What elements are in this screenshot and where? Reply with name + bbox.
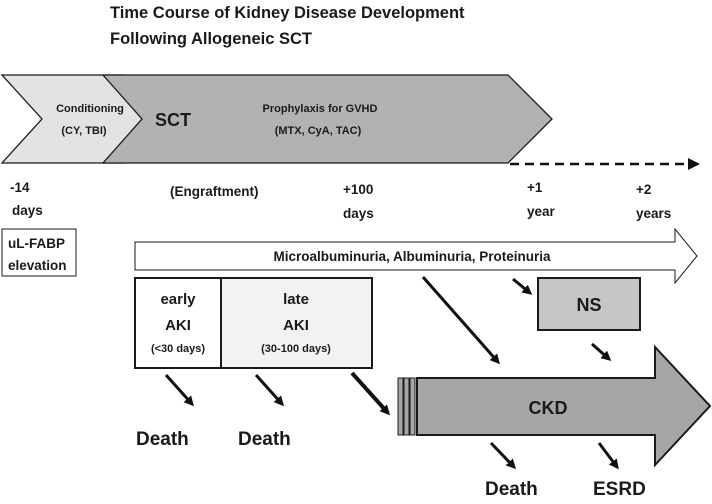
arrow-ckd-to-esrd bbox=[597, 442, 619, 470]
late-aki-line2: AKI bbox=[283, 317, 309, 334]
ckd-arrow bbox=[416, 344, 712, 468]
arrow-early-aki-to-death bbox=[164, 373, 195, 407]
esrd-label: ESRD bbox=[593, 479, 646, 500]
ckd-label: CKD bbox=[529, 398, 568, 418]
time-mark-plus1-unit: year bbox=[527, 204, 556, 219]
early-aki-line3: (<30 days) bbox=[151, 343, 205, 355]
early-aki-box bbox=[134, 277, 222, 369]
time-mark-plus100-unit: days bbox=[343, 206, 374, 221]
diagram-title-line1: Time Course of Kidney Disease Developmen… bbox=[110, 4, 465, 22]
ul-fabp-box bbox=[1, 228, 77, 277]
ckd-stripe-2 bbox=[403, 377, 410, 436]
time-mark-minus14-unit: days bbox=[12, 203, 43, 218]
ul-fabp-label-line1: uL-FABP bbox=[8, 236, 65, 251]
arrow-proteinuria-to-ns bbox=[512, 277, 533, 295]
time-mark-plus1-value: +1 bbox=[527, 180, 543, 195]
timeline-continuation-arrowhead bbox=[688, 158, 700, 170]
sct-label: SCT bbox=[155, 110, 191, 130]
death-label-early-aki: Death bbox=[136, 429, 189, 450]
early-aki-line1: early bbox=[160, 291, 196, 308]
ckd-stripe-3 bbox=[409, 377, 416, 436]
prophylaxis-agents: (MTX, CyA, TAC) bbox=[275, 125, 362, 137]
arrow-ckd-to-death bbox=[489, 441, 517, 470]
death-label-ckd: Death bbox=[485, 479, 538, 500]
late-aki-box bbox=[220, 277, 373, 369]
ul-fabp-label-line2: elevation bbox=[8, 258, 67, 273]
arrow-proteinuria-to-ckd bbox=[421, 276, 500, 365]
prophylaxis-label: Prophylaxis for GVHD bbox=[263, 103, 378, 115]
ns-label: NS bbox=[576, 295, 601, 315]
early-aki-line2: AKI bbox=[165, 317, 191, 334]
diagram-title-line2: Following Allogeneic SCT bbox=[110, 30, 312, 48]
time-mark-plus2-value: +2 bbox=[636, 182, 651, 197]
proteinuria-arrow bbox=[134, 227, 698, 285]
arrow-late-aki-to-death bbox=[254, 373, 285, 407]
late-aki-line3: (30-100 days) bbox=[261, 343, 331, 355]
death-label-late-aki: Death bbox=[238, 429, 291, 450]
conditioning-label: Conditioning bbox=[56, 103, 124, 115]
engraftment-label: (Engraftment) bbox=[170, 184, 259, 199]
time-mark-plus100-value: +100 bbox=[343, 182, 373, 197]
proteinuria-arrow-label: Microalbuminuria, Albuminuria, Proteinur… bbox=[273, 249, 551, 264]
arrow-ns-to-ckd bbox=[591, 342, 612, 361]
arrow-late-aki-to-ckd bbox=[350, 371, 391, 416]
conditioning-agents: (CY, TBI) bbox=[61, 125, 107, 137]
sct-prophylaxis-chevron bbox=[101, 74, 553, 164]
ns-box bbox=[537, 277, 641, 331]
late-aki-line1: late bbox=[283, 291, 309, 308]
time-mark-plus2-unit: years bbox=[636, 206, 671, 221]
ckd-stripe-1 bbox=[397, 377, 404, 436]
time-mark-minus14-value: -14 bbox=[10, 180, 30, 195]
